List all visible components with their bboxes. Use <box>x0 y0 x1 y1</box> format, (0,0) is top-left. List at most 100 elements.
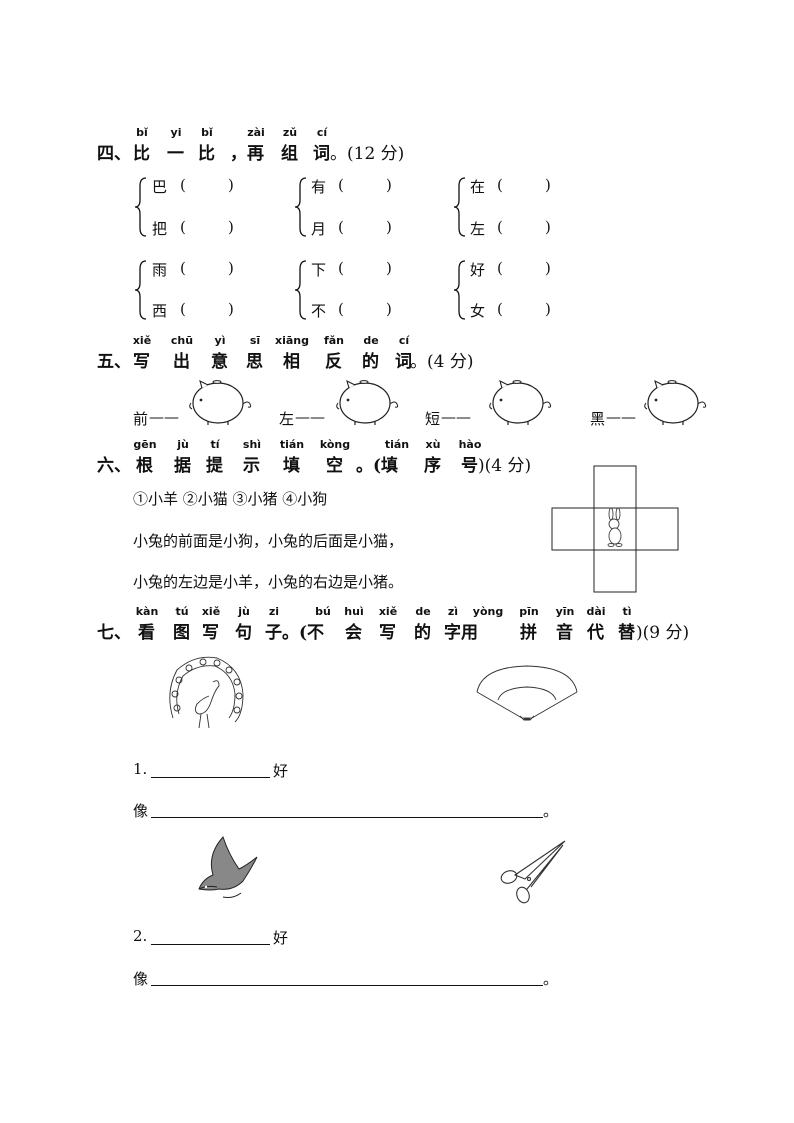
q4-char-5: 组 <box>281 144 298 164</box>
q7-item-1-number: 1. <box>133 760 148 778</box>
q6-char-6: 空 <box>326 456 343 476</box>
q4-word-top-5: 下 <box>311 261 327 279</box>
q6-number: 六、 <box>97 456 131 476</box>
q7-char-4: 句 <box>235 623 252 643</box>
q6-clue-2: 小兔的左边是小羊，小兔的右边是小猪。 <box>133 573 404 591</box>
q7-char-1: 看 <box>138 623 155 643</box>
q4-word-bottom-3: 左 <box>470 220 486 238</box>
q6-char-4: 示 <box>243 456 260 476</box>
answer-blank[interactable] <box>151 927 270 945</box>
paren-open: ( <box>180 300 186 318</box>
q7-pinyin-11: yòng <box>472 605 504 618</box>
brace-icon <box>453 260 466 320</box>
q4-word-top-4: 雨 <box>152 261 168 279</box>
q7-char-13: 替 <box>618 623 635 643</box>
q5-pinyin-7: de <box>363 334 379 347</box>
q6-pinyin-7: tián <box>384 438 410 451</box>
q4-pinyin-1: bǐ <box>136 126 148 139</box>
q7-pinyin-14: dài <box>586 605 606 618</box>
q6-pinyin-6: kòng <box>319 438 351 451</box>
q5-word-1: 前 <box>133 410 149 428</box>
paren-close: ) <box>228 218 234 236</box>
paren-close: ) <box>545 176 551 194</box>
rabbit-icon <box>607 507 623 547</box>
q6-char-8: 序 <box>424 456 441 476</box>
paren-close: ) <box>228 300 234 318</box>
q5-pinyin-4: sī <box>249 334 261 347</box>
folding-fan-icon <box>476 665 578 721</box>
q5-char-3: 意 <box>211 352 228 372</box>
q7-char-11: 音 <box>556 623 573 643</box>
q4-word-top-2: 有 <box>311 178 327 196</box>
paren-open: ( <box>180 176 186 194</box>
answer-blank[interactable] <box>151 968 543 986</box>
q6-pinyin-3: tí <box>210 438 220 451</box>
q7-pinyin-3: xiě <box>201 605 221 618</box>
paren-open: ( <box>180 259 186 277</box>
q7-pinyin-8: xiě <box>378 605 398 618</box>
q4-pinyin-2: yi <box>170 126 182 139</box>
q5-char-6: 反 <box>325 352 342 372</box>
paren-close: ) <box>386 176 392 194</box>
q5-char-8: 词 <box>395 352 412 372</box>
q4-char-1: 比 <box>133 144 150 164</box>
q4-score: 。(12 分) <box>330 144 405 164</box>
scissors-icon <box>500 840 566 904</box>
piggy-bank-icon <box>489 379 552 425</box>
q7-item-1-end: 。 <box>543 802 559 820</box>
q7-pinyin-9: de <box>415 605 431 618</box>
q6-pinyin-5: tián <box>279 438 305 451</box>
q5-dash: —— <box>606 408 636 426</box>
q7-pinyin-6: bú <box>315 605 331 618</box>
paren-open: ( <box>338 259 344 277</box>
q7-pinyin-1: kàn <box>135 605 159 618</box>
q6-pinyin-2: jù <box>177 438 189 451</box>
q5-char-2: 出 <box>173 352 190 372</box>
q5-dash: —— <box>149 408 179 426</box>
q5-pinyin-6: fǎn <box>323 334 345 347</box>
q6-pinyin-4: shì <box>242 438 262 451</box>
q7-item-2-end: 。 <box>543 970 559 988</box>
paren-close: ) <box>228 259 234 277</box>
q6-score: )(4 分) <box>478 456 532 476</box>
q7-item-2-number: 2. <box>133 927 148 945</box>
q6-pinyin-9: hào <box>458 438 482 451</box>
q4-char-3: 比 <box>198 144 215 164</box>
q7-item-1-hao: 好 <box>273 762 289 780</box>
q4-char-4: ，再 <box>230 144 264 164</box>
peacock-icon <box>169 656 244 729</box>
q7-char-9: 字用 <box>444 623 478 643</box>
q5-dash: —— <box>295 408 325 426</box>
paren-close: ) <box>386 300 392 318</box>
answer-blank[interactable] <box>151 760 270 778</box>
brace-icon <box>134 177 147 237</box>
paren-open: ( <box>497 259 503 277</box>
q7-char-8: 的 <box>414 623 431 643</box>
q5-pinyin-5: xiāng <box>275 334 309 347</box>
q7-score: )(9 分) <box>636 623 690 643</box>
answer-blank[interactable] <box>151 800 543 818</box>
q7-pinyin-12: pīn <box>519 605 539 618</box>
q6-char-7: 。(填 <box>356 456 399 476</box>
q4-word-top-3: 在 <box>470 178 486 196</box>
q6-char-1: 根 <box>136 456 153 476</box>
paren-open: ( <box>338 218 344 236</box>
q6-pinyin-1: gēn <box>133 438 157 451</box>
brace-icon <box>294 177 307 237</box>
paren-open: ( <box>338 176 344 194</box>
q5-number: 五、 <box>97 352 131 372</box>
q5-word-2: 左 <box>279 410 295 428</box>
q7-pinyin-7: huì <box>344 605 364 618</box>
paren-open: ( <box>497 176 503 194</box>
paren-close: ) <box>386 218 392 236</box>
q4-word-bottom-2: 月 <box>311 220 327 238</box>
q5-char-1: 写 <box>133 352 150 372</box>
paren-close: ) <box>545 259 551 277</box>
q7-char-3: 写 <box>202 623 219 643</box>
q7-pinyin-15: tì <box>622 605 632 618</box>
q4-char-6: 词 <box>313 144 330 164</box>
q6-char-3: 提 <box>206 456 223 476</box>
q7-item-2-hao: 好 <box>273 929 289 947</box>
q4-word-bottom-5: 不 <box>311 302 327 320</box>
q4-word-bottom-4: 西 <box>152 302 168 320</box>
